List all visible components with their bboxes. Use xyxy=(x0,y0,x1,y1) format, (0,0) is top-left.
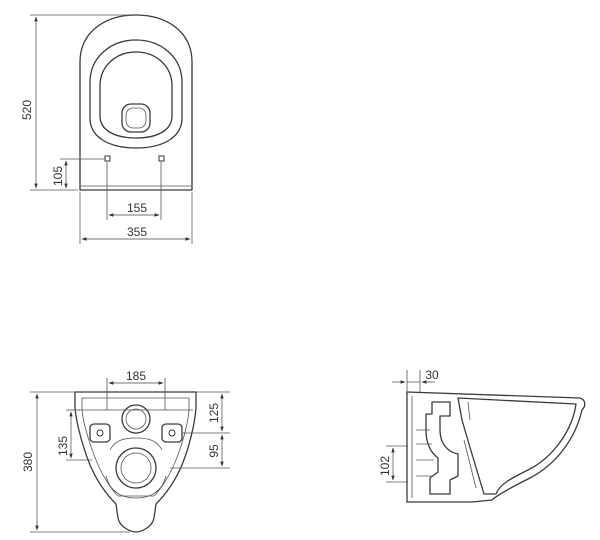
side-view-trap xyxy=(425,401,459,495)
dim-label-95: 95 xyxy=(207,444,221,458)
dim-label-155: 155 xyxy=(127,201,147,215)
dim-label-185: 185 xyxy=(126,369,146,383)
front-view-outline xyxy=(74,391,197,533)
side-view-outline xyxy=(406,391,586,503)
side-view-bowl-inner xyxy=(457,397,577,495)
dim-label-30: 30 xyxy=(425,368,439,382)
top-view-seat-inner xyxy=(99,51,173,139)
top-view-outlet-inner xyxy=(125,107,147,129)
side-view: 30 102 xyxy=(378,368,586,503)
front-view-bolt-right xyxy=(168,429,176,437)
top-view-mount-hole-right xyxy=(158,155,165,162)
top-view-mount-hole-left xyxy=(104,155,111,162)
top-view: 520 105 155 355 xyxy=(20,14,193,244)
dim-label-105: 105 xyxy=(51,166,65,186)
front-view-outlet xyxy=(115,447,157,489)
dim-label-380: 380 xyxy=(21,452,35,472)
top-view-bowl-outline xyxy=(79,14,193,191)
top-view-seat-outer xyxy=(89,39,183,149)
front-view: 185 380 135 125 95 xyxy=(21,369,230,533)
front-view-bolt-left xyxy=(96,429,104,437)
dim-label-135: 135 xyxy=(56,436,70,456)
front-view-boss-left xyxy=(89,423,111,443)
dim-label-520: 520 xyxy=(20,100,34,120)
dim-label-125: 125 xyxy=(207,403,221,423)
dim-label-102: 102 xyxy=(378,456,392,476)
dim-label-355: 355 xyxy=(127,225,147,239)
top-view-outlet xyxy=(121,103,151,133)
front-view-inlet xyxy=(121,404,151,434)
